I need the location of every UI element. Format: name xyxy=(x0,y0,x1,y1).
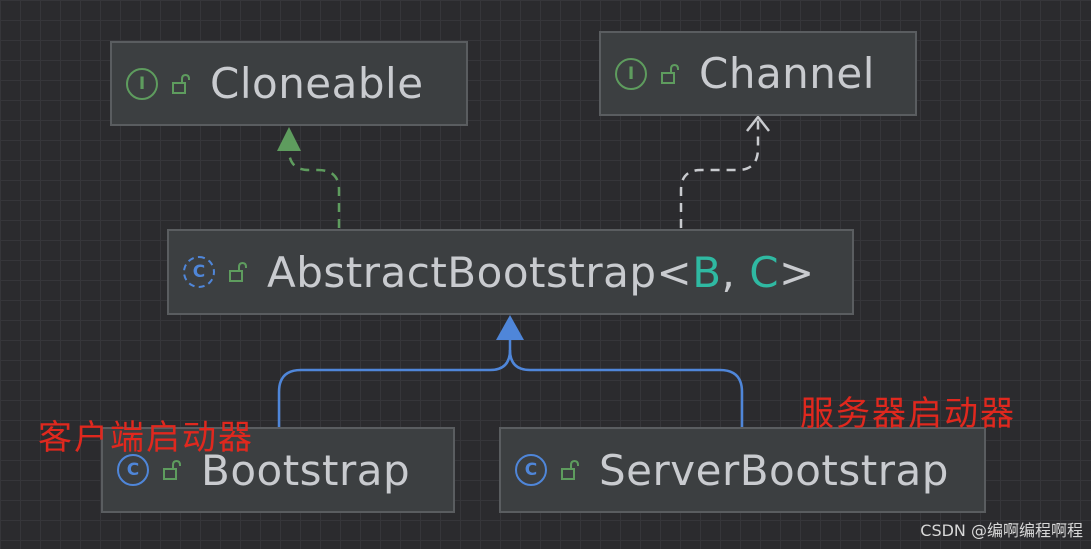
unlocked-icon xyxy=(163,460,181,480)
class-icon: C xyxy=(515,454,547,486)
edge-extends-serverbootstrap xyxy=(508,349,744,427)
edge-implements-cloneable xyxy=(287,149,341,228)
node-name: Cloneable xyxy=(210,59,424,108)
annotation-client-launcher: 客户端启动器 xyxy=(38,418,254,458)
abstract-class-icon: C xyxy=(183,256,215,288)
class-name: AbstractBootstrap< xyxy=(267,247,693,297)
node-abstract-bootstrap[interactable]: C AbstractBootstrap<B, C> xyxy=(167,229,854,315)
type-param-c: C xyxy=(749,247,780,297)
unlocked-icon xyxy=(172,73,190,94)
unlocked-icon xyxy=(661,63,679,84)
edge-dependency-channel xyxy=(679,118,760,228)
node-name: ServerBootstrap xyxy=(599,445,949,495)
edge-extends-bootstrap xyxy=(277,340,512,427)
node-channel[interactable]: I Channel xyxy=(599,31,917,116)
watermark: CSDN @编啊编程啊程 xyxy=(920,521,1083,540)
arrowhead-cloneable xyxy=(277,127,301,151)
node-name: Channel xyxy=(699,49,875,98)
node-bootstrap[interactable]: C Bootstrap xyxy=(101,427,455,513)
node-name: AbstractBootstrap<B, C> xyxy=(267,248,815,297)
type-close: > xyxy=(779,247,815,297)
annotation-server-launcher: 服务器启动器 xyxy=(800,394,1016,434)
type-separator: , xyxy=(721,247,750,297)
arrowhead-abstractbootstrap xyxy=(496,315,524,340)
node-server-bootstrap[interactable]: C ServerBootstrap xyxy=(499,427,986,513)
type-param-b: B xyxy=(692,247,722,297)
arrowhead-channel xyxy=(746,114,770,132)
unlocked-icon xyxy=(229,262,247,282)
interface-icon: I xyxy=(126,67,158,100)
interface-icon: I xyxy=(615,57,647,90)
node-cloneable[interactable]: I Cloneable xyxy=(110,41,468,126)
unlocked-icon xyxy=(561,460,579,480)
class-icon: C xyxy=(117,454,149,486)
node-name: Bootstrap xyxy=(201,445,411,495)
